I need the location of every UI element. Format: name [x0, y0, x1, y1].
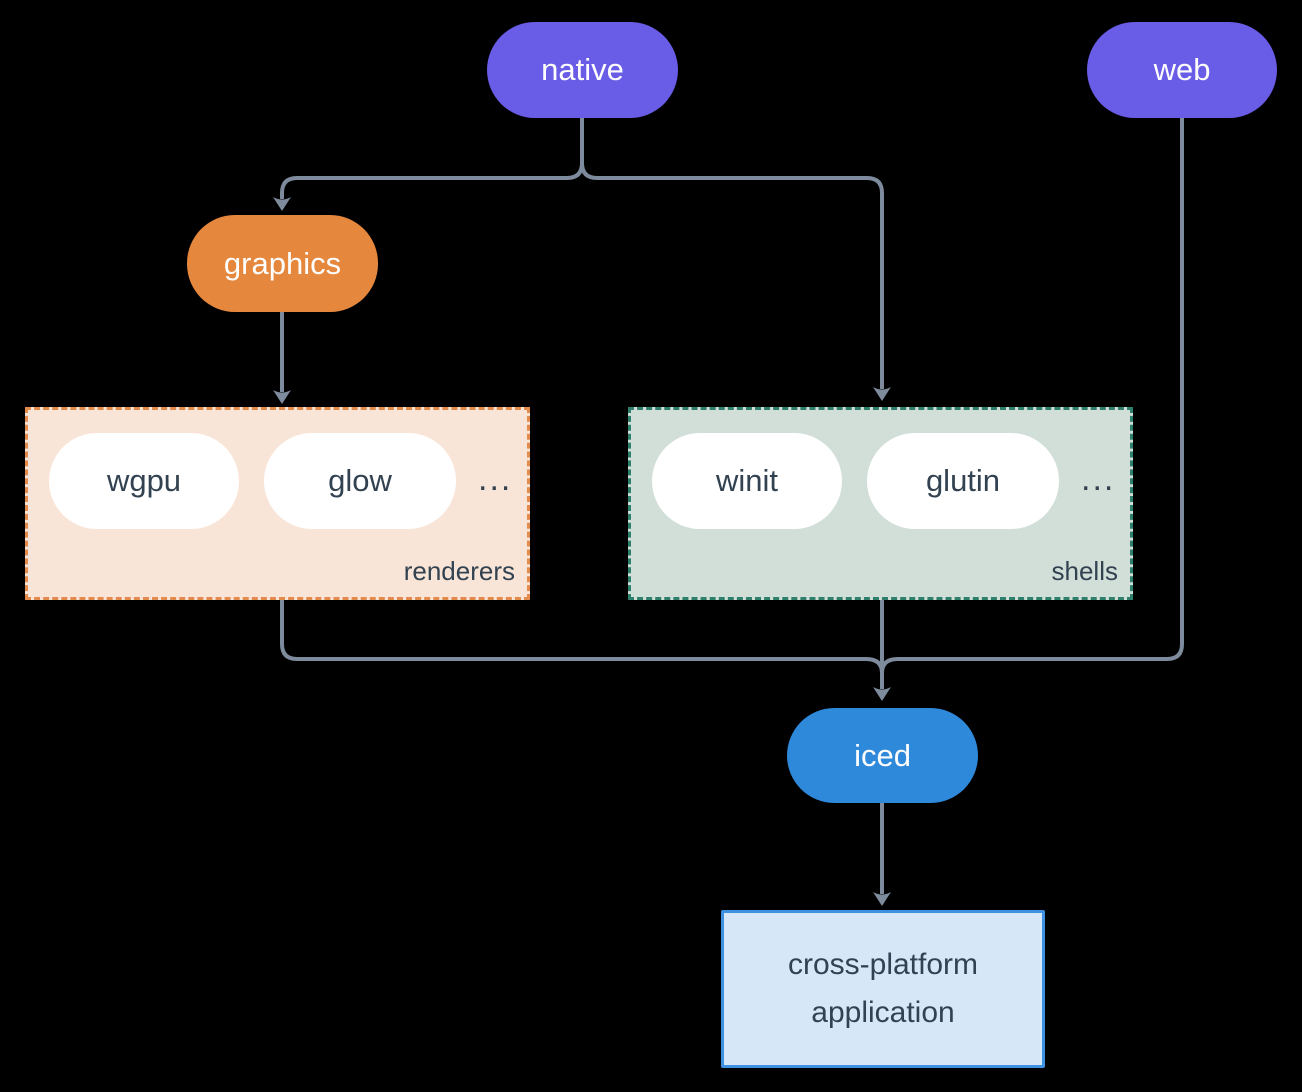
node-iced: iced — [787, 708, 978, 803]
node-wgpu: wgpu — [49, 433, 239, 529]
node-winit: winit — [652, 433, 842, 529]
node-graphics: graphics — [187, 215, 378, 312]
arrowhead-into-iced — [873, 687, 891, 701]
renderers-group-label: renderers — [403, 556, 515, 586]
edge-native-to-graphics — [280, 118, 584, 199]
renderers-ellipsis: ... — [478, 460, 513, 498]
shells-ellipsis: ... — [1081, 460, 1116, 498]
arrowhead-into-renderers — [273, 390, 291, 404]
app-label: cross-platform application — [787, 948, 979, 1029]
node-native: native — [487, 22, 678, 118]
node-glutin: glutin — [867, 433, 1059, 529]
edge-renderers-to-iced — [280, 600, 884, 674]
arrowhead-into-graphics — [273, 197, 291, 211]
node-web: web — [1087, 22, 1277, 118]
node-glow: glow — [264, 433, 456, 529]
shells-group-label: shells — [1051, 556, 1118, 586]
group-renderers: wgpu glow ... renderers — [25, 407, 530, 600]
arrowhead-into-shells — [873, 387, 891, 401]
node-cross-platform-application: cross-platform application — [721, 910, 1045, 1068]
arrowhead-into-app — [873, 892, 891, 906]
group-shells: winit glutin ... shells — [628, 407, 1133, 600]
edge-native-to-shells — [580, 162, 884, 389]
